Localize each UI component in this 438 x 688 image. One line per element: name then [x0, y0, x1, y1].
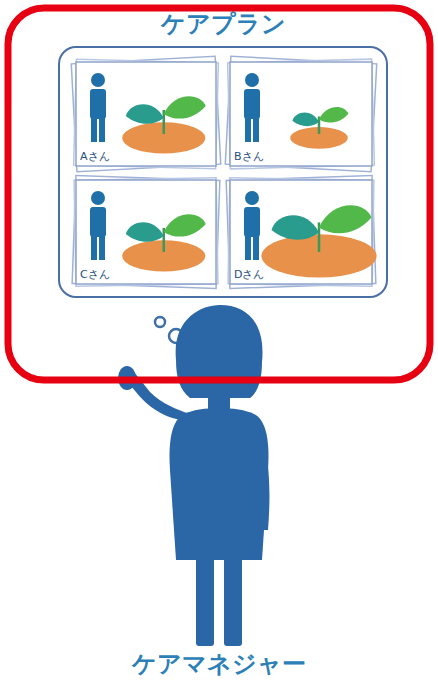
- role-label: ケアマネジャー: [0, 648, 438, 680]
- person-head: [245, 191, 259, 205]
- person-icon: [244, 191, 260, 260]
- person-body: [244, 89, 260, 119]
- person-icon: [244, 73, 260, 142]
- plant-leaf: [126, 104, 164, 124]
- person-leg: [91, 234, 97, 260]
- card-stack-outline: [225, 56, 376, 171]
- care-plan-card: Cさん: [72, 176, 220, 288]
- person-leg: [99, 234, 105, 260]
- card-stack-outline: [226, 175, 376, 288]
- person-head: [91, 73, 105, 87]
- plant-leaf: [164, 214, 206, 236]
- person-leg: [245, 234, 251, 260]
- card-stack-outline: [228, 59, 375, 169]
- card-face: [230, 62, 372, 166]
- plant-leaf: [292, 112, 319, 126]
- card-stack-outline: [74, 59, 219, 169]
- care-plan-card: Dさん: [226, 176, 376, 288]
- person-body: [90, 89, 106, 119]
- card-stack-outline: [74, 178, 218, 286]
- client-name: Bさん: [234, 149, 264, 164]
- person-leg: [91, 116, 97, 142]
- person-head: [245, 73, 259, 87]
- person-leg: [245, 116, 251, 142]
- person-leg: [253, 116, 259, 142]
- person-icon: [90, 191, 106, 260]
- client-name: Dさん: [234, 267, 264, 282]
- person-icon: [90, 73, 106, 142]
- card-stack-outline: [72, 176, 220, 289]
- care-plan-card: Bさん: [226, 58, 376, 170]
- person-leg: [99, 116, 105, 142]
- plant-leaf: [126, 222, 164, 242]
- red-highlight: [8, 8, 430, 380]
- client-name: Cさん: [80, 267, 110, 282]
- plant-leaf: [319, 205, 372, 233]
- woman-silhouette: [118, 305, 269, 646]
- person-body: [244, 207, 260, 237]
- card-face: [76, 62, 216, 166]
- plant-leaf: [164, 96, 206, 118]
- plant-leaf: [319, 107, 348, 123]
- thought-frame: ケアプランAさんBさんCさんDさん: [58, 46, 388, 298]
- person-leg: [253, 234, 259, 260]
- care-plan-card: Aさん: [72, 58, 220, 170]
- plan-heading: ケアプラン: [60, 8, 386, 40]
- card-face: [76, 180, 216, 284]
- person-head: [91, 191, 105, 205]
- client-name: Aさん: [80, 149, 110, 164]
- person-body: [90, 207, 106, 237]
- card-stack-outline: [71, 56, 220, 171]
- plant-leaf: [272, 215, 320, 239]
